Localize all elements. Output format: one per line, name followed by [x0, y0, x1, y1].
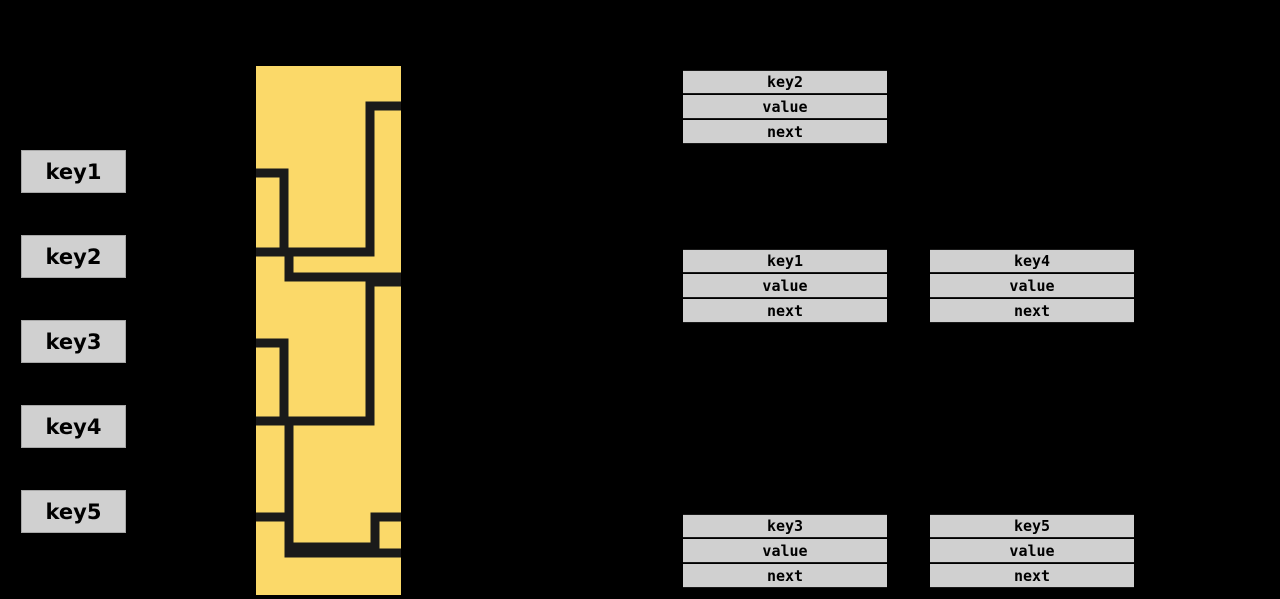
key-box-key3[interactable]: key3	[21, 320, 126, 363]
node-cell-key: key1	[683, 249, 887, 273]
connector-group	[256, 101, 401, 558]
chain-line-4	[256, 416, 401, 558]
node-cell-key: key4	[930, 249, 1134, 273]
node-cell-next: next	[930, 564, 1134, 588]
chain-line-1	[256, 101, 401, 257]
node-cell-key: key3	[683, 514, 887, 538]
key-box-key4[interactable]: key4	[21, 405, 126, 448]
node-cell-next: next	[930, 299, 1134, 323]
node-cell-value: value	[930, 539, 1134, 563]
chain-line-2	[256, 247, 401, 282]
chain-line-3	[256, 277, 401, 426]
key-box-key1[interactable]: key1	[21, 150, 126, 193]
node-cell-value: value	[683, 274, 887, 298]
node-cell-next: next	[683, 120, 887, 144]
key-box-label: key4	[45, 414, 102, 439]
key-box-label: key2	[45, 244, 102, 269]
node-cell-key: key2	[683, 70, 887, 94]
node-cell-value: value	[683, 539, 887, 563]
key-box-key5[interactable]: key5	[21, 490, 126, 533]
chain-line-5	[256, 512, 401, 552]
key-box-key2[interactable]: key2	[21, 235, 126, 278]
key-box-label: key5	[45, 499, 102, 524]
node-cell-next: next	[683, 564, 887, 588]
node-cell-value: value	[930, 274, 1134, 298]
node-cell-value: value	[683, 95, 887, 119]
node-cell-next: next	[683, 299, 887, 323]
key-box-label: key3	[45, 329, 102, 354]
key-box-label: key1	[45, 159, 102, 184]
node-cell-key: key5	[930, 514, 1134, 538]
bucket-array-rect	[256, 66, 401, 595]
